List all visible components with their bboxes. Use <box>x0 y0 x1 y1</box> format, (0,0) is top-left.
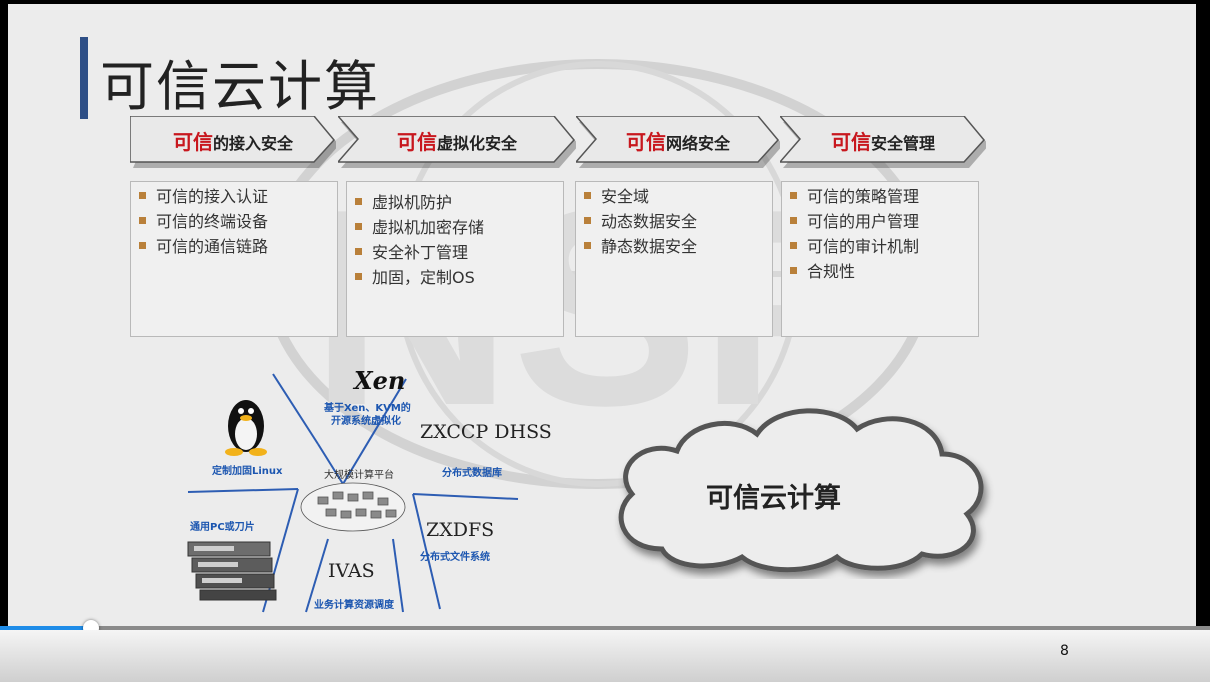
pillar-suffix: 网络安全 <box>665 134 730 153</box>
square-bullet-icon <box>355 248 362 255</box>
list-item: 安全补丁管理 <box>355 240 563 265</box>
ivas-name: IVAS <box>328 560 375 582</box>
ivas-desc: 业务计算资源调度 <box>314 600 394 611</box>
pillar-suffix: 安全管理 <box>870 134 935 153</box>
slide: NSP 可信云计算 可信的接入安全 可信虚拟化安全 可信网络安全 可信安全管理 … <box>8 4 1196 626</box>
progress-fill <box>0 626 91 630</box>
square-bullet-icon <box>139 192 146 199</box>
list-item: 可信的通信链路 <box>139 234 337 259</box>
pillar-box-network: 安全域 动态数据安全 静态数据安全 <box>575 181 773 337</box>
list-item: 合规性 <box>790 259 978 284</box>
pillar-prefix: 可信 <box>625 130 666 154</box>
pillar-suffix: 的接入安全 <box>212 134 293 153</box>
pillar-header-management: 可信安全管理 <box>780 116 986 168</box>
square-bullet-icon <box>139 217 146 224</box>
square-bullet-icon <box>584 192 591 199</box>
list-item: 虚拟机防护 <box>355 190 563 215</box>
dhss-desc: 分布式数据库 <box>442 468 502 479</box>
list-item: 静态数据安全 <box>584 234 772 259</box>
xen-desc-line2: 开源系统虚拟化 <box>331 416 401 427</box>
platform-label: 大规模计算平台 <box>324 470 394 481</box>
square-bullet-icon <box>790 192 797 199</box>
slide-title: 可信云计算 <box>100 55 380 118</box>
cloud-shape <box>618 408 984 573</box>
progress-track[interactable] <box>0 626 1210 630</box>
square-bullet-icon <box>790 217 797 224</box>
square-bullet-icon <box>790 267 797 274</box>
pc-label: 通用PC或刀片 <box>190 522 255 533</box>
architecture-diagram: Xen 基于Xen、KVM的 开源系统虚拟化 定制加固Linux 大规模计算平台… <box>178 364 552 614</box>
square-bullet-icon <box>139 242 146 249</box>
xen-logo: Xen <box>354 366 406 395</box>
square-bullet-icon <box>355 273 362 280</box>
linux-tux-icon <box>225 400 267 456</box>
linux-label: 定制加固Linux <box>212 466 283 477</box>
list-item: 可信的审计机制 <box>790 234 978 259</box>
player-controls-bar <box>0 630 1210 682</box>
server-rack-icon <box>187 541 277 601</box>
title-accent-bar <box>80 37 88 119</box>
xen-desc-line1: 基于Xen、KVM的 <box>324 403 411 414</box>
pillar-prefix: 可信 <box>396 130 437 154</box>
pillar-suffix: 虚拟化安全 <box>436 134 517 153</box>
diagram-lines <box>187 373 519 613</box>
pillar-header-network: 可信网络安全 <box>576 116 780 168</box>
list-item: 可信的策略管理 <box>790 184 978 209</box>
dhss-name: ZXCCP DHSS <box>420 421 552 443</box>
cloud-label: 可信云计算 <box>706 483 841 514</box>
zxdfs-desc: 分布式文件系统 <box>420 552 490 563</box>
list-item: 可信的终端设备 <box>139 209 337 234</box>
pillar-box-management: 可信的策略管理 可信的用户管理 可信的审计机制 合规性 <box>781 181 979 337</box>
square-bullet-icon <box>355 198 362 205</box>
list-item: 可信的接入认证 <box>139 184 337 209</box>
pillar-box-access: 可信的接入认证 可信的终端设备 可信的通信链路 <box>130 181 338 337</box>
pillar-prefix: 可信 <box>172 130 213 154</box>
pillar-prefix: 可信 <box>830 130 871 154</box>
square-bullet-icon <box>584 217 591 224</box>
square-bullet-icon <box>584 242 591 249</box>
list-item: 可信的用户管理 <box>790 209 978 234</box>
pillar-header-access: 可信的接入安全 <box>130 116 336 168</box>
page-number: 8 <box>1060 643 1069 659</box>
square-bullet-icon <box>790 242 797 249</box>
list-item: 动态数据安全 <box>584 209 772 234</box>
list-item: 加固，定制OS <box>355 265 563 290</box>
list-item: 安全域 <box>584 184 772 209</box>
square-bullet-icon <box>355 223 362 230</box>
zxdfs-name: ZXDFS <box>426 519 495 541</box>
pillar-header-virtualization: 可信虚拟化安全 <box>338 116 576 168</box>
pillar-box-virtualization: 虚拟机防护 虚拟机加密存储 安全补丁管理 加固，定制OS <box>346 181 564 337</box>
list-item: 虚拟机加密存储 <box>355 215 563 240</box>
